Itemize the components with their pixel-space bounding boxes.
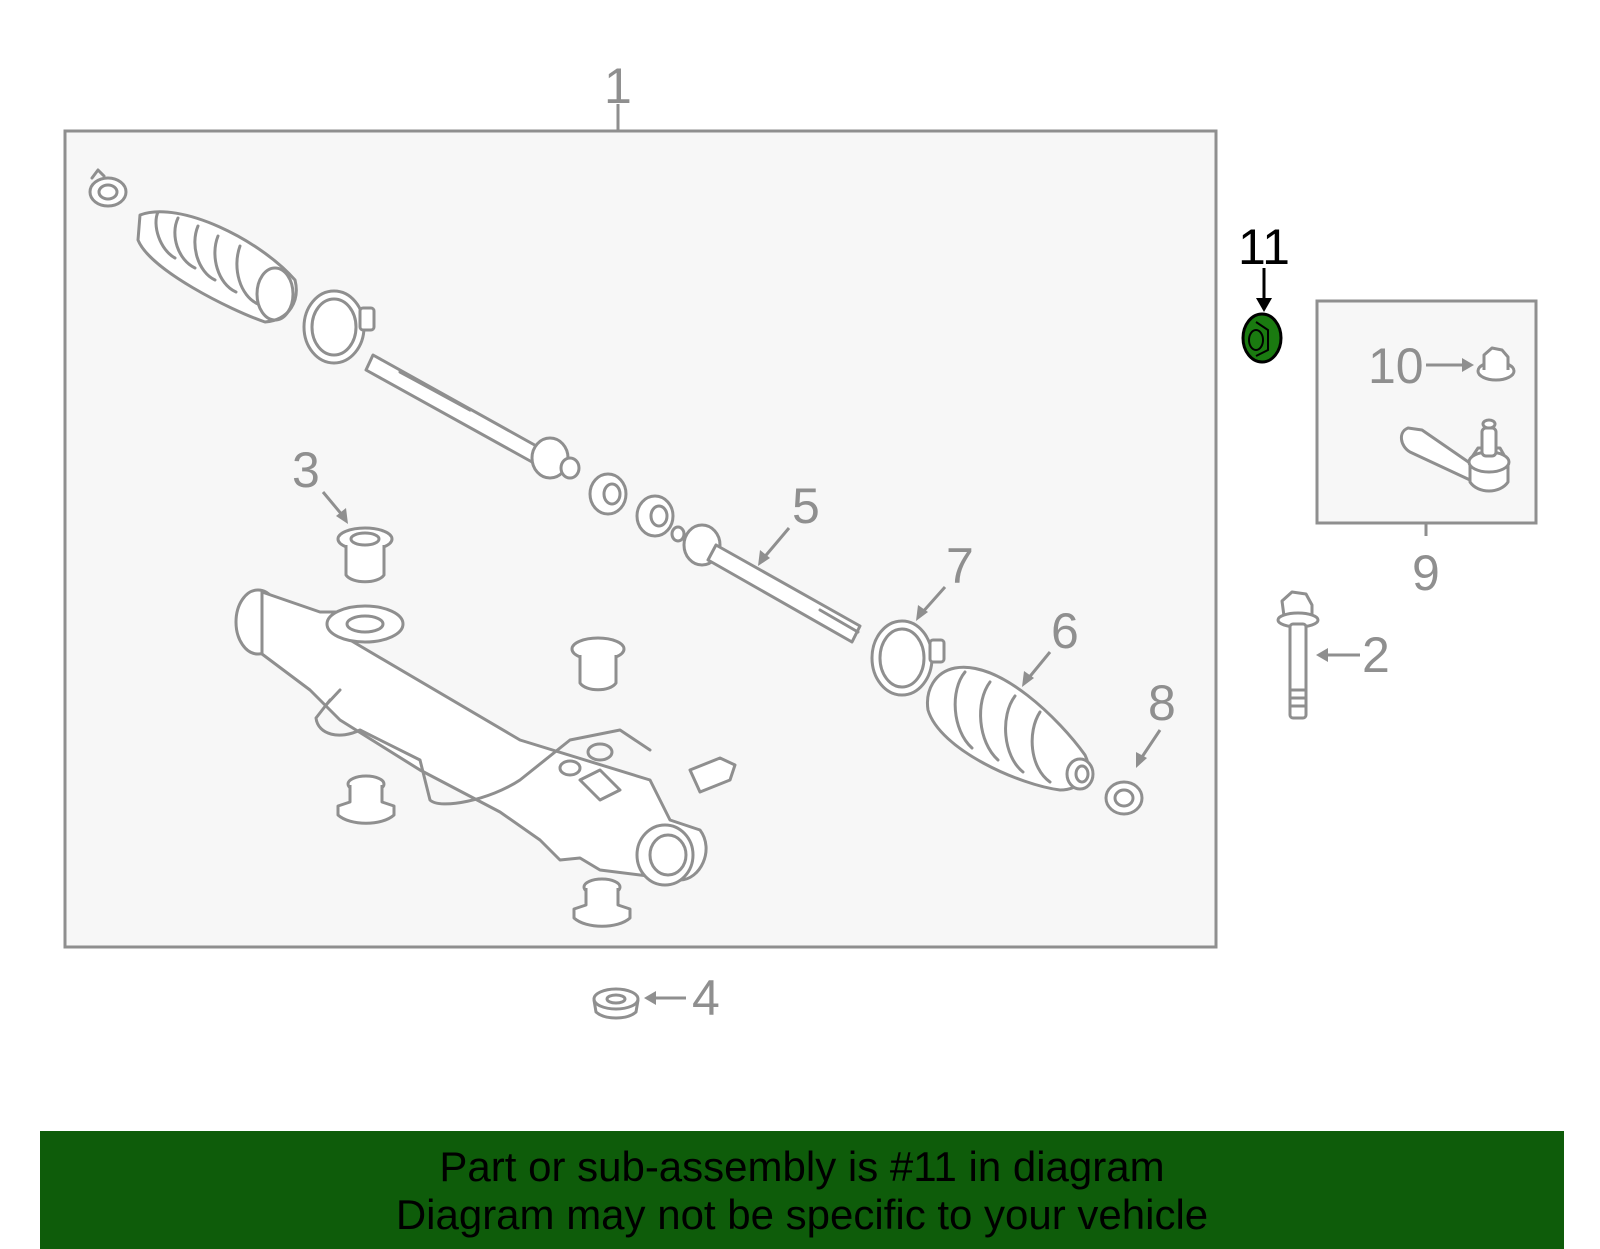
insulator-part[interactable] <box>336 636 632 928</box>
bushing-part-3[interactable] <box>336 526 394 584</box>
callout-8[interactable]: 8 <box>1148 675 1176 731</box>
rack-housing-part[interactable] <box>234 588 737 887</box>
clamp-part-8[interactable] <box>1104 780 1144 816</box>
castle-nut-part-10[interactable] <box>1476 346 1516 382</box>
callout-2[interactable]: 2 <box>1362 627 1390 683</box>
callout-1[interactable]: 1 <box>604 58 632 114</box>
callout-5[interactable]: 5 <box>792 478 820 534</box>
tie-rod-end-part[interactable] <box>1400 418 1511 493</box>
left-clamp-part[interactable] <box>88 168 128 208</box>
callout-9[interactable]: 9 <box>1412 545 1440 601</box>
assembly-box-9 <box>1315 299 1538 525</box>
info-banner: Part or sub-assembly is #11 in diagram D… <box>40 1131 1564 1249</box>
washer-part[interactable] <box>588 472 675 538</box>
banner-line-1: Part or sub-assembly is #11 in diagram <box>439 1143 1165 1190</box>
callout-6[interactable]: 6 <box>1051 603 1079 659</box>
nut-part-4[interactable] <box>592 987 640 1020</box>
boot-part-6[interactable] <box>925 665 1095 792</box>
left-band-part[interactable] <box>302 289 376 365</box>
callout-10[interactable]: 10 <box>1368 338 1424 394</box>
highlighted-nut-part-11[interactable] <box>1241 312 1283 364</box>
callout-7[interactable]: 7 <box>946 538 974 594</box>
banner-line-2: Diagram may not be specific to your vehi… <box>395 1191 1209 1238</box>
callout-11[interactable]: 11 <box>1238 219 1290 275</box>
left-boot-part[interactable] <box>136 210 298 324</box>
tie-rod-part-5[interactable] <box>670 523 862 644</box>
bolt-part-2[interactable] <box>1276 590 1320 720</box>
callout-3[interactable]: 3 <box>292 442 320 498</box>
band-part-7[interactable] <box>870 619 946 697</box>
left-tie-rod-part[interactable] <box>364 353 581 480</box>
callout-4[interactable]: 4 <box>692 970 720 1026</box>
